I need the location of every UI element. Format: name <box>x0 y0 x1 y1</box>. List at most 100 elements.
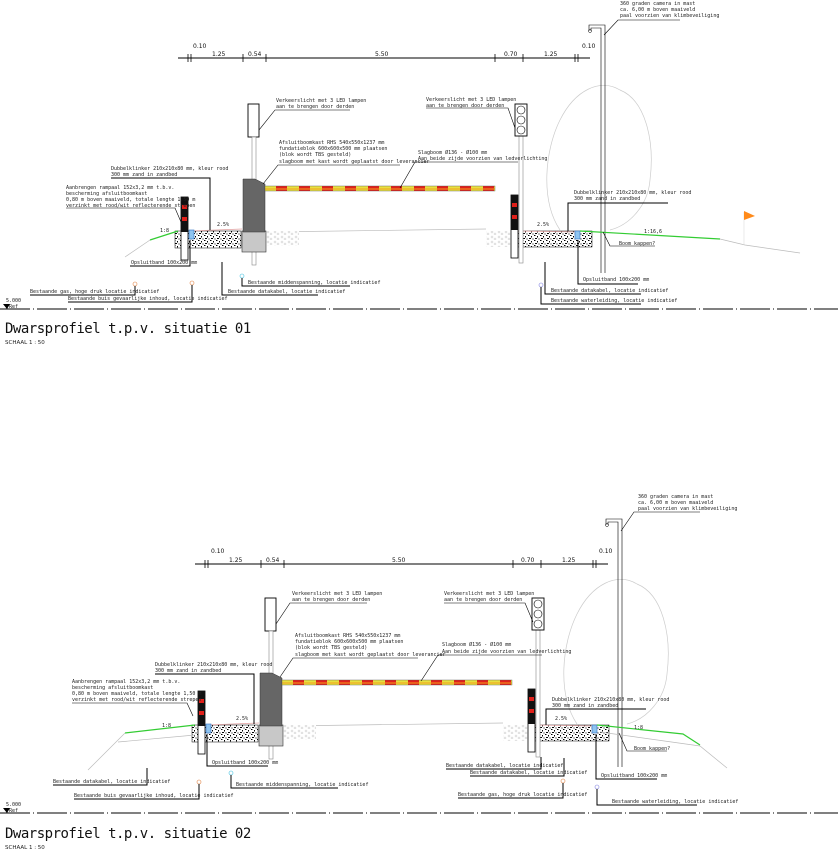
slope-right-label: 1:16,6 <box>644 229 662 235</box>
dim-label: 1.25 <box>229 557 243 564</box>
annotation-text: slagboom met kast wordt geplaatst door l… <box>295 652 446 658</box>
annotation-cabinet: Afsluitboomkast RHS 540x550x1237 mm fund… <box>279 633 446 678</box>
annotation-text: Dubbelklinker 210x210x80 mm, kleur rood <box>111 166 228 172</box>
fall-right-label: 2.5% <box>537 222 549 228</box>
annotation-text: Bestaande waterleiding, locatie indicati… <box>612 799 738 805</box>
dim-label: 1.25 <box>562 557 576 564</box>
annotation-traffic-light-right: Verkeerslicht met 3 LED lampen aan te br… <box>426 97 516 129</box>
dim-label: 5.50 <box>375 51 389 58</box>
annotation-text: bescherming afsluitboomkast <box>72 685 153 691</box>
dim-label: 0.54 <box>248 51 262 58</box>
annotation-text: Bestaande gas, hoge druk locatie indicat… <box>30 289 159 295</box>
annotation-text: aan te brengen door derden <box>292 597 370 603</box>
annotation-text: Opsluitband 100x200 mm <box>601 773 667 779</box>
utility-datakabel-left: Bestaande datakabel, locatie indicatief <box>221 262 345 296</box>
annotation-text: Afsluitboomkast RHS 540x550x1237 mm <box>279 140 384 146</box>
annotation-klinker-right: Dubbelklinker 210x210x80 mm, kleur rood … <box>545 697 669 725</box>
annotation-camera: 360 graden camera in mast ca. 6,00 m bov… <box>620 494 737 532</box>
annotation-boom: Slagboom Ø136 - Ø100 mm Aan beide zijde … <box>420 641 571 682</box>
annotation-text: Afsluitboomkast RHS 540x550x1237 mm <box>295 633 400 639</box>
annotation-text: Boom kappen? <box>634 746 670 752</box>
slope-left <box>149 230 179 241</box>
annotation-text: 360 graden camera in mast <box>638 494 713 500</box>
annotation-tree: Boom kappen? <box>618 732 670 752</box>
annotation-text: 300 mm zand in zandbed <box>155 668 221 674</box>
utility-gas: Bestaande gas, hoge druk locatie indicat… <box>458 778 587 799</box>
utility-gas: Bestaande gas, hoge druk locatie indicat… <box>30 281 159 296</box>
annotation-text: aan te brengen door derden <box>444 597 522 603</box>
annotation-text: ca. 6,00 m boven maaiveld <box>620 7 695 13</box>
annotation-text: Bestaande buis gevaarlijke inhoud, locat… <box>74 793 234 799</box>
annotation-text: Bestaande gas, hoge druk locatie indicat… <box>458 792 587 798</box>
utility-datakabel-left: Bestaande datakabel, locatie indicatief <box>53 768 170 786</box>
annotation-text: Opsluitband 100x200 mm <box>583 277 649 283</box>
utility-middenspanning: Bestaande middenspanning, locatie indica… <box>239 273 380 287</box>
annotation-text: paal voorzien van klimbeveiliging <box>638 506 737 512</box>
ref-level: 5.000 <box>6 802 21 808</box>
annotation-text: Bestaande datakabel, locatie indicatief <box>53 779 170 785</box>
structure-geometry <box>191 518 669 768</box>
slope-left-label: 1:8 <box>160 228 169 234</box>
annotation-text: Bestaande datakabel, locatie indicatief <box>551 288 668 294</box>
annotation-text: Bestaande datakabel, locatie indicatief <box>470 770 587 776</box>
ref-level: 5.000 <box>6 298 21 304</box>
drawing-scale-01: SCHAAL 1 : 50 <box>5 340 45 346</box>
utility-buis: Bestaande buis gevaarlijke inhoud, locat… <box>68 280 228 303</box>
ref-label: Ref <box>9 304 18 310</box>
dim-label: 0.70 <box>521 557 535 564</box>
annotation-text: Slagboom Ø136 - Ø100 mm <box>418 149 487 156</box>
utility-waterleiding: Bestaande waterleiding, locatie indicati… <box>538 282 677 305</box>
dim-label: 0.10 <box>193 43 207 50</box>
annotation-text: 300 mm zand in zandbed <box>552 703 618 709</box>
utility-buis: Bestaande buis gevaarlijke inhoud, locat… <box>74 779 234 800</box>
annotation-text: 0,80 m boven maaiveld, totale lengte 1,5… <box>72 691 201 697</box>
dim-label: 0.70 <box>504 51 518 58</box>
annotation-text: Aan beide zijde voorzien van ledverlicht… <box>418 156 547 162</box>
annotation-cabinet: Afsluitboomkast RHS 540x550x1237 mm fund… <box>262 140 430 185</box>
annotation-text: Bestaande middenspanning, locatie indica… <box>236 782 368 788</box>
annotation-text: slagboom met kast wordt geplaatst door l… <box>279 159 430 165</box>
drawing-scale-02: SCHAAL 1 : 50 <box>5 845 45 851</box>
annotation-rampaal: Aanbrengen rampaal 152x3,2 mm t.b.v. bes… <box>72 679 201 717</box>
fall-left-label: 2.5% <box>236 716 248 722</box>
annotation-text: Verkeerslicht met 3 LED lampen <box>276 98 366 104</box>
annotation-text: Dubbelklinker 210x210x80 mm, kleur rood <box>552 697 669 703</box>
annotation-text: Slagboom Ø136 - Ø100 mm <box>442 641 511 648</box>
annotation-boom: Slagboom Ø136 - Ø100 mm Aan beide zijde … <box>399 149 547 189</box>
annotation-text: fundatieblok 600x600x500 mm plaatsen <box>279 146 387 152</box>
slope-right-label: 1:8 <box>634 725 643 731</box>
drawing-title-02: Dwarsprofiel t.p.v. situatie 02 <box>5 826 251 842</box>
annotation-text: paal voorzien van klimbeveiliging <box>620 13 719 19</box>
annotation-text: Opsluitband 100x200 mm <box>212 760 278 766</box>
dim-label: 0.10 <box>582 43 596 50</box>
utility-waterleiding: Bestaande waterleiding, locatie indicati… <box>594 784 738 806</box>
utility-middenspanning: Bestaande middenspanning, locatie indica… <box>228 770 368 789</box>
structure-geometry <box>174 24 652 274</box>
annotation-text: 300 mm zand in zandbed <box>111 172 177 178</box>
annotation-text: (blok wordt TBS gesteld) <box>295 645 367 651</box>
annotation-text: Verkeerslicht met 3 LED lampen <box>444 591 534 597</box>
annotation-text: 360 graden camera in mast <box>620 1 695 7</box>
annotation-opsluitband-left: Opsluitband 100x200 mm <box>206 734 278 767</box>
dim-label: 1.25 <box>212 51 226 58</box>
dim-label: 1.25 <box>544 51 558 58</box>
annotation-text: Verkeerslicht met 3 LED lampen <box>292 591 382 597</box>
annotation-rampaal: Aanbrengen rampaal 152x3,2 mm t.b.v. bes… <box>66 185 195 223</box>
annotation-text: fundatieblok 600x600x500 mm plaatsen <box>295 639 403 645</box>
annotation-text: aan te brengen door derden <box>426 103 504 109</box>
annotation-text: Aanbrengen rampaal 152x3,2 mm t.b.v. <box>66 185 174 191</box>
utility-datakabel-right-2: Bestaande datakabel, locatie indicatief <box>470 758 587 777</box>
dimension-line: 0.10 1.25 0.54 5.50 0.70 1.25 0.10 <box>178 43 596 62</box>
annotation-text: Bestaande waterleiding, locatie indicati… <box>551 298 677 304</box>
dim-label: 0.10 <box>599 548 613 555</box>
annotation-text: Verkeerslicht met 3 LED lampen <box>426 97 516 103</box>
annotation-tree: Boom kappen? <box>602 231 655 247</box>
annotation-text: Boom kappen? <box>619 241 655 247</box>
dim-label: 0.10 <box>211 548 225 555</box>
annotation-text: ca. 6,00 m boven maaiveld <box>638 500 713 506</box>
utility-datakabel-right: Bestaande datakabel, locatie indicatief <box>544 262 668 295</box>
annotation-text: aan te brengen door derden <box>276 104 354 110</box>
slope-right <box>596 724 701 746</box>
annotation-klinker-left: Dubbelklinker 210x210x80 mm, kleur rood … <box>155 662 272 724</box>
